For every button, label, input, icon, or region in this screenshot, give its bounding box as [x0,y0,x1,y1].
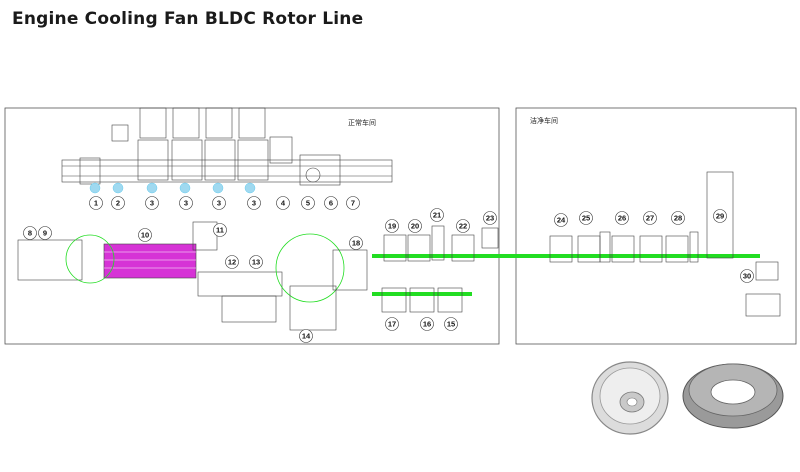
station-number: 12 [228,258,236,267]
clean-workshop-label: 洁净车间 [530,116,558,125]
station-marker-circle [430,208,444,222]
station-marker-circle [444,317,458,331]
station-marker-circle [385,317,399,331]
station-marker-circle [456,219,470,233]
station-number: 25 [582,214,590,223]
station-marker-circle [740,269,754,283]
station-marker-circle [554,213,568,227]
station-marker-circle [145,196,159,210]
normal-workshop-border [4,107,500,345]
station-marker-circle [643,211,657,225]
station-marker-circle [324,196,338,210]
station-marker-circle [179,196,193,210]
top-robots [89,182,256,194]
station-marker-circle [301,196,315,210]
clean-workshop-border [515,107,797,345]
stator-core-image [682,363,784,429]
station-number: 10 [141,231,149,240]
station-number: 18 [352,239,360,248]
station-marker-circle [713,209,727,223]
station-number: 17 [388,320,396,329]
station-number: 8 [28,229,32,238]
station-number: 24 [557,216,566,225]
station-marker-circle [249,255,263,269]
station-marker-circle [212,196,226,210]
station-number: 20 [411,222,419,231]
conveyor-machines [381,171,781,317]
station-number: 7 [351,199,355,208]
station-marker-circle [213,223,227,237]
normal-workshop-label: 正常车间 [348,118,376,127]
station-marker-circle [299,329,313,343]
station-number: 13 [252,258,260,267]
station-marker-circle [38,226,52,240]
magnet-insertion-line [17,234,197,284]
station-marker-circle [23,226,37,240]
station-number: 19 [388,222,396,231]
station-number: 4 [281,199,286,208]
station-number: 3 [217,199,221,208]
station-number: 16 [423,320,431,329]
station-number: 2 [116,199,120,208]
station-marker-circle [483,211,497,225]
station-marker-circle [138,228,152,242]
page-title: Engine Cooling Fan BLDC Rotor Line [12,9,364,29]
station-marker-circle [346,196,360,210]
station-number: 6 [329,199,333,208]
station-number: 3 [184,199,188,208]
station-number: 9 [43,229,47,238]
station-number: 15 [447,320,455,329]
station-number: 28 [674,214,682,223]
fan-hub-image [591,361,669,435]
station-number: 11 [216,226,224,235]
station-number: 30 [743,272,751,281]
station-number: 5 [306,199,310,208]
station-marker-circle [89,196,103,210]
station-number: 26 [618,214,626,223]
middle-cells [192,221,368,331]
station-number: 14 [302,332,311,341]
station-marker-circle [385,219,399,233]
station-marker-circle [276,196,290,210]
station-number: 3 [252,199,256,208]
station-number: 3 [150,199,154,208]
station-marker-circle [225,255,239,269]
station-number: 27 [646,214,654,223]
station-marker-circle [671,211,685,225]
station-marker-circle [111,196,125,210]
station-number: 1 [94,199,98,208]
station-marker-circle [579,211,593,225]
main-conveyor [372,254,760,296]
station-marker-circle [420,317,434,331]
station-number: 23 [486,214,494,223]
station-marker-circle [247,196,261,210]
station-marker-circle [408,219,422,233]
top-rack [61,107,393,186]
station-number: 21 [433,211,441,220]
station-marker-circle [349,236,363,250]
station-marker-circle [615,211,629,225]
station-number: 22 [459,222,467,231]
station-number: 29 [716,212,724,221]
